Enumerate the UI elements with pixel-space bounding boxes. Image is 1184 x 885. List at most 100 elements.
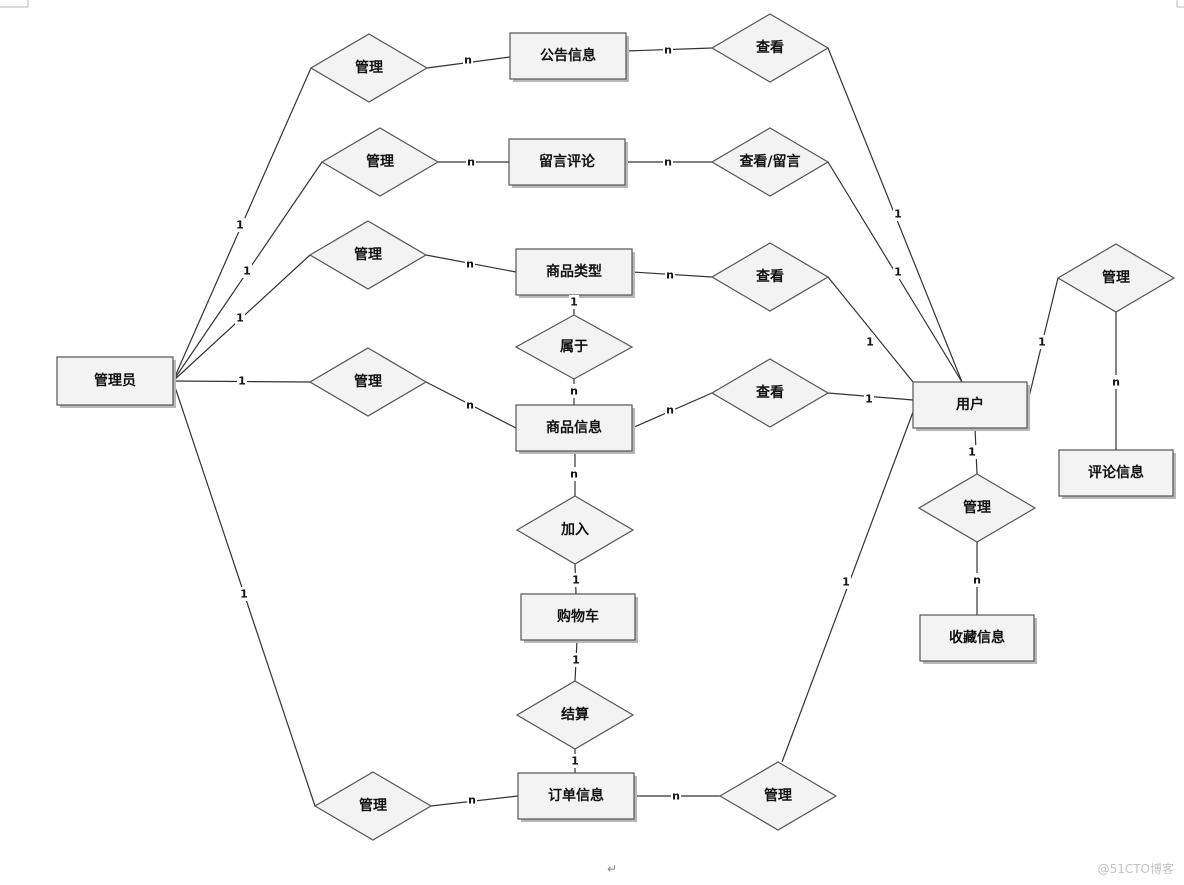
- cardinality-background: [665, 268, 675, 282]
- cardinality-background: [467, 793, 477, 807]
- cardinality-background: [570, 754, 580, 768]
- relationship-label: 管理: [366, 153, 394, 170]
- relationship-r_admin_pinfo: 管理: [308, 347, 428, 417]
- page-corner-mark-left: [0, 0, 29, 8]
- cardinality-label: 1: [238, 375, 246, 388]
- entity-cart: 购物车: [520, 593, 638, 643]
- relationship-diamond: [710, 242, 830, 312]
- entity-label: 订单信息: [548, 787, 604, 804]
- entity-pinfo: 商品信息: [515, 404, 635, 454]
- cardinality-label: 1: [572, 654, 580, 667]
- relationship-diamond: [514, 314, 634, 380]
- entity-box: [509, 32, 627, 80]
- relationship-label: 管理: [359, 797, 387, 814]
- cardinality-label: n: [570, 468, 578, 481]
- relationship-diamond: [515, 680, 635, 750]
- cardinality-label: 1: [894, 208, 902, 221]
- cardinality-background: [864, 392, 874, 406]
- cardinality-background: [841, 575, 851, 589]
- cardinality-label: n: [467, 156, 475, 169]
- entity-label: 留言评论: [539, 153, 596, 170]
- cardinality-label: 1: [240, 588, 248, 601]
- cardinality-background: [671, 789, 681, 803]
- entity-box: [1058, 449, 1174, 497]
- entity-ptype: 商品类型: [515, 248, 635, 298]
- cardinality-label: n: [464, 54, 472, 67]
- relationship-diamond: [313, 771, 433, 841]
- relationship-diamond: [710, 13, 830, 83]
- relationship-r_user_msg: 查看/留言: [710, 127, 830, 197]
- cardinality-label: n: [664, 44, 672, 57]
- relationship-diamond: [710, 358, 830, 428]
- entity-label: 商品类型: [546, 263, 602, 280]
- cardinality-background: [665, 403, 675, 417]
- cardinality-label: n: [468, 794, 476, 807]
- entity-box: [515, 248, 633, 296]
- watermark-text: @51CTO博客: [1097, 862, 1174, 876]
- relationship-label: 查看: [756, 268, 784, 285]
- relationship-r_user_notice: 查看: [710, 13, 830, 83]
- cardinality-background: [865, 335, 875, 349]
- entity-fav: 收藏信息: [919, 614, 1037, 664]
- relationship-r_admin_order: 管理: [313, 771, 433, 841]
- entity-notice: 公告信息: [509, 32, 629, 82]
- cardinality-background: [569, 384, 579, 398]
- cardinality-label: n: [466, 258, 474, 271]
- entity-label: 评论信息: [1088, 464, 1144, 481]
- relationship-label: 结算: [561, 706, 589, 723]
- cardinality-background: [663, 155, 673, 169]
- cardinality-background: [967, 445, 977, 459]
- cardinality-background: [571, 653, 581, 667]
- cardinality-label: n: [664, 156, 672, 169]
- cardinality-label: 1: [842, 576, 850, 589]
- relationship-r_user_fav: 管理: [917, 473, 1037, 543]
- relationship-r_admin_ptype: 管理: [308, 220, 428, 290]
- relationship-label: 加入: [560, 522, 589, 538]
- relationship-diamond: [320, 127, 440, 197]
- entity-label: 公告信息: [540, 47, 596, 64]
- relationship-diamond: [710, 127, 830, 197]
- cardinality-label: n: [666, 404, 674, 417]
- relationship-diamond: [308, 220, 428, 290]
- entity-box: [919, 614, 1035, 662]
- entity-msg: 留言评论: [508, 138, 628, 188]
- cardinality-label: 1: [236, 312, 244, 325]
- relationship-label: 属于: [560, 339, 588, 355]
- relationship-r_user_pinfo: 查看: [710, 358, 830, 428]
- relationship-label: 管理: [764, 787, 792, 804]
- entity-label: 用户: [956, 396, 984, 413]
- cardinality-background: [235, 311, 245, 325]
- cardinality-background: [893, 207, 903, 221]
- relationship-r_user_ptype: 查看: [710, 242, 830, 312]
- cardinality-background: [972, 573, 982, 587]
- entity-label: 收藏信息: [949, 629, 1005, 646]
- entity-label: 购物车: [557, 608, 599, 625]
- relationship-r_ptype_pinfo: 属于: [514, 314, 634, 380]
- cardinality-background: [242, 264, 252, 278]
- relationship-label: 查看: [756, 39, 784, 56]
- cardinality-label: 1: [866, 336, 874, 349]
- cardinality-label: 1: [236, 219, 244, 232]
- relationship-r_cart_order: 结算: [515, 680, 635, 750]
- entity-box: [912, 381, 1028, 429]
- diagram-nodes: 管理员公告信息留言评论商品类型商品信息购物车订单信息用户评论信息收藏信息管理管理…: [56, 13, 1176, 841]
- cardinality-label: 1: [968, 446, 976, 459]
- relationship-label: 查看/留言: [739, 153, 800, 170]
- cardinality-label: 1: [243, 265, 251, 278]
- cardinality-label: n: [570, 385, 578, 398]
- cardinality-background: [1111, 375, 1121, 389]
- relationship-r_admin_notice: 管理: [309, 33, 429, 103]
- entity-box: [517, 772, 635, 820]
- relationship-diamond: [515, 495, 635, 565]
- cardinality-background: [571, 573, 581, 587]
- entity-box: [508, 138, 626, 186]
- entity-box: [56, 356, 174, 406]
- entity-admin: 管理员: [56, 356, 176, 408]
- cardinality-background: [465, 257, 475, 271]
- cardinality-label: 1: [1038, 336, 1046, 349]
- relationship-r_user_order: 管理: [718, 761, 838, 831]
- relationship-r_admin_msg: 管理: [320, 127, 440, 197]
- cardinality-label: n: [666, 269, 674, 282]
- cardinality-background: [893, 265, 903, 279]
- cardinality-label: n: [973, 574, 981, 587]
